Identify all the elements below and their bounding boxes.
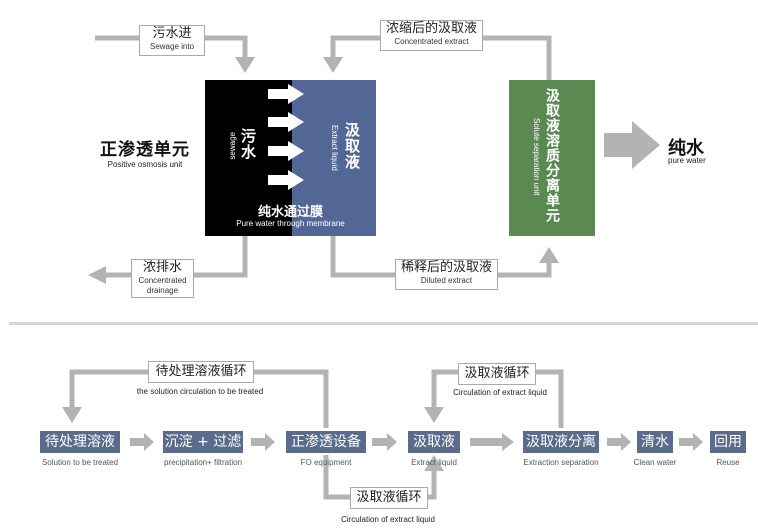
sewage-in-label: 污水进 Sewage into: [139, 25, 205, 56]
step-extract: 汲取液: [408, 431, 460, 453]
step-extract-en: Extract liquid: [411, 458, 457, 467]
step-arrow-2: [251, 433, 275, 451]
extract-side-zh: 汲取液: [343, 122, 361, 170]
extract-loop-top-arrowhead: [424, 407, 444, 423]
diluted-extract-label: 稀释后的汲取液 Diluted extract: [395, 259, 498, 290]
permeation-arrow-icon: [268, 84, 304, 104]
drainage-en-line2: drainage: [146, 286, 179, 295]
pure-water-en: pure water: [668, 156, 706, 165]
membrane-zh: 纯水通过膜: [257, 205, 323, 220]
sewage-chamber: [205, 80, 292, 236]
fo-unit-zh: 正渗透单元: [100, 140, 190, 160]
step-fo-equipment: 正渗透设备: [286, 431, 366, 453]
extract-loop-bottom-zh: 汲取液循环: [356, 490, 422, 505]
step-separation-en: Extraction separation: [523, 458, 599, 467]
fo-unit-title: 正渗透单元 Positive osmosis unit: [86, 135, 204, 169]
step-clean-water: 清水: [637, 431, 673, 453]
step-precipitation-en: precipitation+ filtration: [163, 458, 243, 467]
membrane-en: Pure water through membrane: [236, 219, 345, 228]
separation-unit: [509, 80, 595, 236]
permeation-arrows: [268, 84, 304, 190]
extract-loop-top-zh: 汲取液循环: [464, 366, 530, 381]
step-arrow-4: [470, 433, 514, 451]
extract-side-en: Extract liquid: [330, 125, 339, 171]
step-fo-equipment-en: FO equipment: [300, 458, 352, 467]
step-reuse-en: Reuse: [716, 458, 740, 467]
drainage-en-line1: Concentrated: [138, 276, 187, 285]
fo-unit-en: Positive osmosis unit: [107, 160, 183, 169]
extract-loop-top-en: Circulation of extract liquid: [453, 388, 547, 397]
extract-chamber: [292, 80, 376, 236]
drainage-arrowhead: [88, 266, 106, 284]
sewage-side-en: sewage: [228, 132, 237, 160]
step-reuse: 回用: [710, 431, 746, 453]
extract-loop-top-label: 汲取液循环: [458, 363, 536, 385]
extract-loop-bottom-en: Circulation of extract liquid: [341, 515, 435, 524]
diluted-extract-arrowhead: [539, 247, 559, 263]
step-separation: 汲取液分离: [523, 431, 599, 453]
diluted-extract-en: Diluted extract: [420, 276, 473, 285]
pure-water-zh: 纯水: [668, 138, 704, 159]
pure-water-arrow: [604, 121, 660, 169]
step-arrow-3: [372, 433, 397, 451]
extract-loop-bottom-arrowhead: [424, 455, 444, 471]
concentrated-extract-en: Concentrated extract: [394, 37, 469, 46]
sewage-in-zh: 污水进: [152, 26, 192, 41]
solution-loop-zh: 待处理溶液循环: [155, 364, 247, 379]
sewage-side-zh: 污水: [239, 128, 257, 160]
solution-loop-en: the solution circulation to be treated: [136, 387, 264, 396]
step-solution: 待处理溶液: [40, 431, 120, 453]
extract-loop-bottom-label: 汲取液循环: [350, 487, 428, 509]
section-divider: [9, 322, 758, 325]
step-arrow-5: [607, 433, 631, 451]
solution-loop-label: 待处理溶液循环: [148, 361, 254, 383]
separation-unit-zh: 汲取液溶质分离单元: [544, 88, 560, 223]
step-arrow-1: [130, 433, 154, 451]
permeation-arrow-icon: [268, 170, 304, 190]
drainage-label: 浓排水 Concentrated drainage: [131, 259, 194, 298]
sewage-in-en: Sewage into: [149, 42, 195, 51]
step-clean-water-en: Clean water: [633, 458, 677, 467]
step-arrow-6: [679, 433, 703, 451]
concentrated-extract-arrowhead: [323, 57, 343, 73]
diluted-extract-zh: 稀释后的汲取液: [400, 260, 492, 275]
separation-unit-en: Solute separation unit: [532, 118, 541, 196]
solution-loop-arrowhead: [62, 407, 82, 423]
permeation-arrow-icon: [268, 112, 304, 132]
permeation-arrow-icon: [268, 141, 304, 161]
step-solution-en: Solution to be treated: [41, 458, 119, 467]
concentrated-extract-label: 浓缩后的汲取液 Concentrated extract: [380, 20, 483, 51]
step-precipitation: 沉淀 + 过滤: [163, 431, 243, 453]
sewage-in-arrowhead: [235, 57, 255, 73]
drainage-zh: 浓排水: [142, 260, 182, 275]
concentrated-extract-zh: 浓缩后的汲取液: [385, 21, 477, 36]
